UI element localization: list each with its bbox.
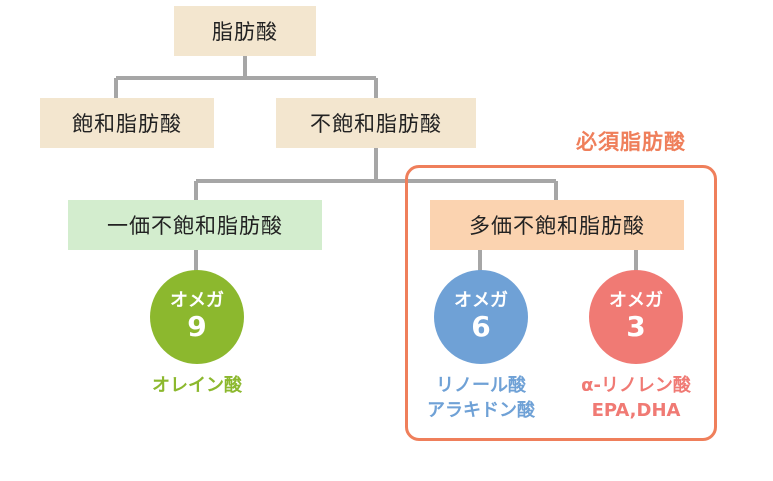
omega-6-title: オメガ	[454, 290, 508, 311]
essential-fatty-acid-label: 必須脂肪酸	[576, 130, 686, 154]
omega-6-example-arachidonic-acid: アラキドン酸	[427, 400, 535, 421]
essential-fatty-acid-frame	[405, 165, 717, 441]
omega-3-number: 3	[626, 310, 646, 343]
omega-9-circle: オメガ 9	[150, 270, 244, 364]
omega-9-examples: オレイン酸	[110, 373, 284, 398]
node-saturated-fatty-acid: 飽和脂肪酸	[40, 98, 214, 148]
omega-6-number: 6	[471, 310, 491, 343]
omega-6-example-linoleic-acid: リノール酸	[436, 375, 526, 396]
omega-9-example-oleic-acid: オレイン酸	[152, 375, 242, 396]
omega-3-title: オメガ	[609, 290, 663, 311]
omega-9-number: 9	[187, 310, 207, 343]
omega-3-example-epa-dha: EPA,DHA	[591, 400, 681, 421]
node-monounsaturated-fatty-acid: 一価不飽和脂肪酸	[68, 200, 322, 250]
omega-9-title: オメガ	[170, 290, 224, 311]
omega-6-examples: リノール酸 アラキドン酸	[396, 373, 566, 423]
node-fatty-acid: 脂肪酸	[174, 6, 316, 56]
omega-3-circle: オメガ 3	[589, 270, 683, 364]
node-polyunsaturated-fatty-acid: 多価不飽和脂肪酸	[430, 200, 684, 250]
node-unsaturated-fatty-acid: 不飽和脂肪酸	[276, 98, 476, 148]
omega-3-example-alpha-linolenic-acid: α-リノレン酸	[581, 375, 691, 396]
omega-3-examples: α-リノレン酸 EPA,DHA	[556, 373, 716, 423]
omega-6-circle: オメガ 6	[434, 270, 528, 364]
